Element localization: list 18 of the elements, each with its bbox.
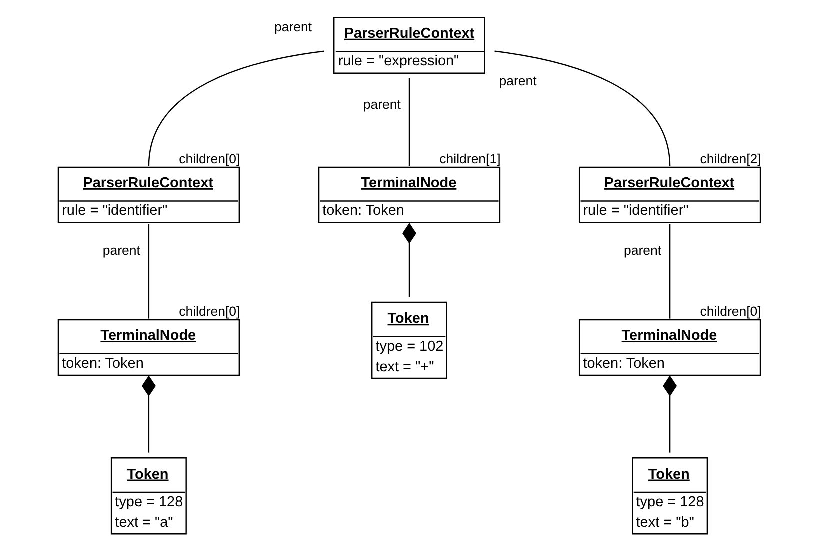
connector xyxy=(148,50,324,166)
connector xyxy=(148,224,150,319)
connector xyxy=(663,376,678,453)
connector xyxy=(494,50,671,166)
edge-label: parent xyxy=(102,242,140,258)
node-label: children[0] xyxy=(700,304,762,320)
node-label: children[1] xyxy=(440,152,501,167)
connector xyxy=(408,78,410,166)
connector xyxy=(142,376,156,453)
edge-label: parent xyxy=(499,74,537,89)
edge-label: parent xyxy=(363,96,401,112)
connector xyxy=(402,223,416,298)
node-label: children[0] xyxy=(179,304,240,320)
edge-label: parent xyxy=(274,20,312,35)
connector xyxy=(669,224,671,319)
node-label: children[2] xyxy=(700,152,762,167)
edge-label: parent xyxy=(624,242,662,258)
node-label: children[0] xyxy=(179,152,240,167)
